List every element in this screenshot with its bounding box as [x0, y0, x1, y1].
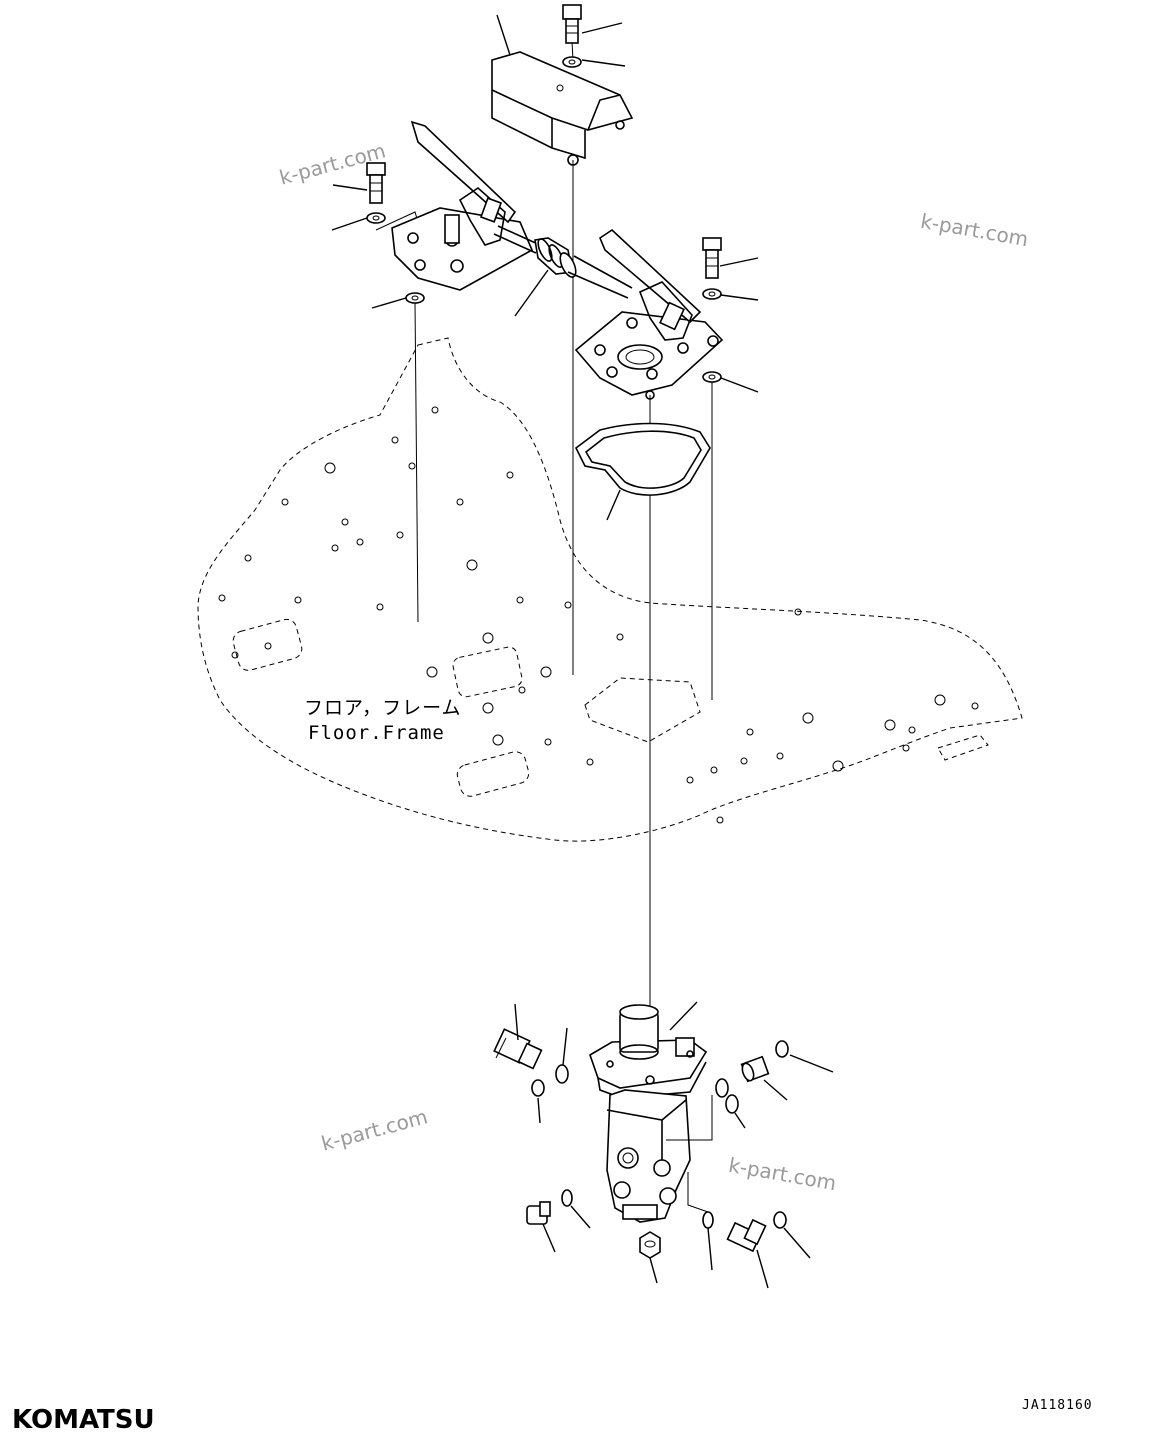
- pressure-switch: [493, 1028, 543, 1070]
- o-rings-right: [666, 1078, 739, 1141]
- left-pedal-assembly: [391, 120, 534, 291]
- washer-top: [562, 56, 582, 68]
- o-ring-switch: [531, 1064, 569, 1097]
- floor-frame-label-jp: フロア，フレーム: [304, 697, 462, 719]
- washer-right: [702, 288, 722, 300]
- frame-holes: [218, 406, 979, 824]
- assembly-centerlines: [414, 4, 713, 1030]
- hex-bolt-left: [366, 162, 386, 204]
- washer-right-lower: [702, 371, 722, 383]
- plug-bolt: [526, 1189, 573, 1225]
- hex-nut: [639, 1231, 661, 1259]
- cover-bracket: [491, 51, 634, 166]
- drawing-code: JA118160: [1022, 1398, 1093, 1413]
- pilot-valve: [589, 1004, 708, 1223]
- right-pedal-assembly: [574, 228, 724, 400]
- elbow-fitting: [687, 1172, 787, 1253]
- straight-fitting: [740, 1040, 789, 1083]
- hex-bolt-top: [562, 4, 582, 44]
- pedal-linkage-shaft: [493, 225, 633, 299]
- floor-frame-label-en: Floor.Frame: [308, 722, 445, 744]
- leader-lines: [331, 14, 834, 1289]
- hex-bolt-right: [702, 237, 722, 279]
- washer-left-lower: [405, 292, 425, 304]
- komatsu-logo: KOMATSU: [12, 1405, 155, 1435]
- floor-frame: [197, 337, 1023, 842]
- gasket: [574, 422, 711, 496]
